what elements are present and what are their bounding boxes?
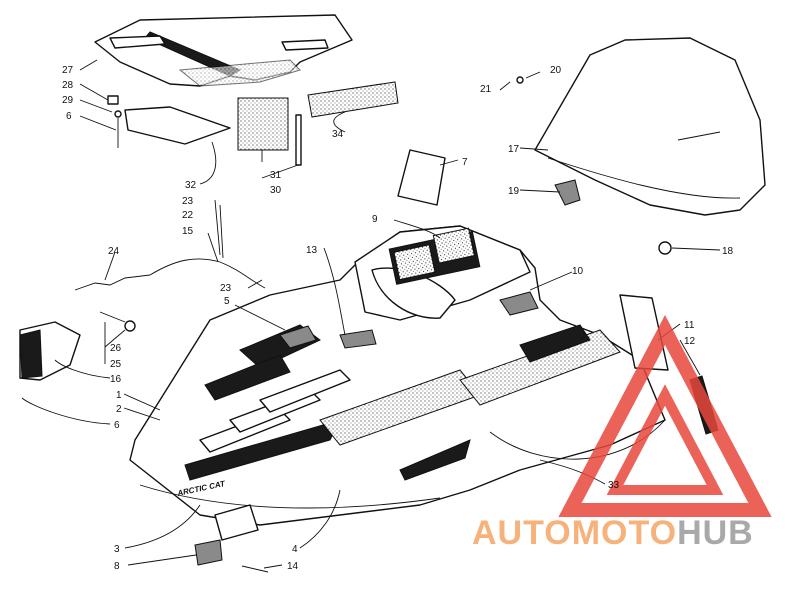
callout-29: 29: [62, 95, 74, 106]
callout-12: 12: [684, 336, 696, 347]
callout-3: 3: [114, 544, 120, 555]
callout-1: 1: [116, 390, 122, 401]
callout-32: 32: [185, 180, 197, 191]
callout-4: 4: [292, 544, 298, 555]
pad-strap: [295, 114, 302, 166]
watermark-wordmark: AUTOMOTOHUB: [472, 514, 754, 553]
windshield: [534, 37, 766, 216]
callout-27: 27: [62, 65, 74, 76]
callout-8: 8: [114, 561, 120, 572]
air-box-face: [19, 329, 43, 379]
mount-13: [339, 329, 377, 349]
callout-labels: 27 28 29 6 32 31 30 34 7 9 21 20 17 19 1…: [62, 65, 734, 572]
plate: [214, 504, 259, 541]
callout-33: 33: [608, 480, 620, 491]
mount-10: [499, 291, 539, 316]
lid-mat: [124, 106, 231, 145]
clip: [107, 95, 119, 105]
panel-7: [397, 149, 446, 206]
callout-17: 17: [508, 144, 520, 155]
grommet-26: [124, 320, 136, 332]
screw-14: [241, 565, 269, 573]
callout-25: 25: [110, 359, 122, 370]
callout-23-top: 23: [182, 196, 194, 207]
washer-18: [658, 241, 672, 255]
callout-16: 16: [110, 374, 122, 385]
callout-28: 28: [62, 80, 74, 91]
callout-7: 7: [462, 157, 468, 168]
callout-9: 9: [372, 214, 378, 225]
callout-14: 14: [287, 561, 299, 572]
mount-5: [279, 325, 317, 349]
callout-31: 31: [270, 170, 282, 181]
callout-13: 13: [306, 245, 318, 256]
callout-2: 2: [116, 404, 122, 415]
callout-6-top: 6: [66, 111, 72, 122]
callout-30: 30: [270, 185, 282, 196]
watermark-part-b: HUB: [677, 514, 754, 552]
watermark-logo: [558, 315, 772, 517]
screw-21: [516, 76, 524, 84]
callout-34: 34: [332, 129, 344, 140]
decal-strip: [307, 81, 399, 118]
cable-25: [99, 311, 126, 323]
callout-22: 22: [182, 210, 194, 221]
callout-26: 26: [110, 343, 122, 354]
callout-19: 19: [508, 186, 520, 197]
callout-10: 10: [572, 266, 584, 277]
bracket-8: [194, 539, 223, 566]
callout-18: 18: [722, 246, 734, 257]
callout-15: 15: [182, 226, 194, 237]
callout-11: 11: [684, 320, 695, 331]
cable-22: [149, 258, 266, 289]
callout-6-bottom: 6: [114, 420, 120, 431]
rod-23: [214, 199, 221, 256]
callout-20: 20: [550, 65, 562, 76]
storage-lid: [94, 14, 353, 87]
callout-24: 24: [108, 246, 120, 257]
watermark-part-a: AUTOMOTO: [472, 514, 678, 552]
washer: [114, 110, 122, 118]
leader-lines: [21, 59, 721, 569]
callout-21: 21: [480, 84, 492, 95]
callout-23-bottom: 23: [220, 283, 232, 294]
mount-19: [554, 179, 581, 206]
foam-pad: [237, 97, 289, 151]
spring-24: [74, 274, 151, 291]
callout-5: 5: [224, 296, 230, 307]
